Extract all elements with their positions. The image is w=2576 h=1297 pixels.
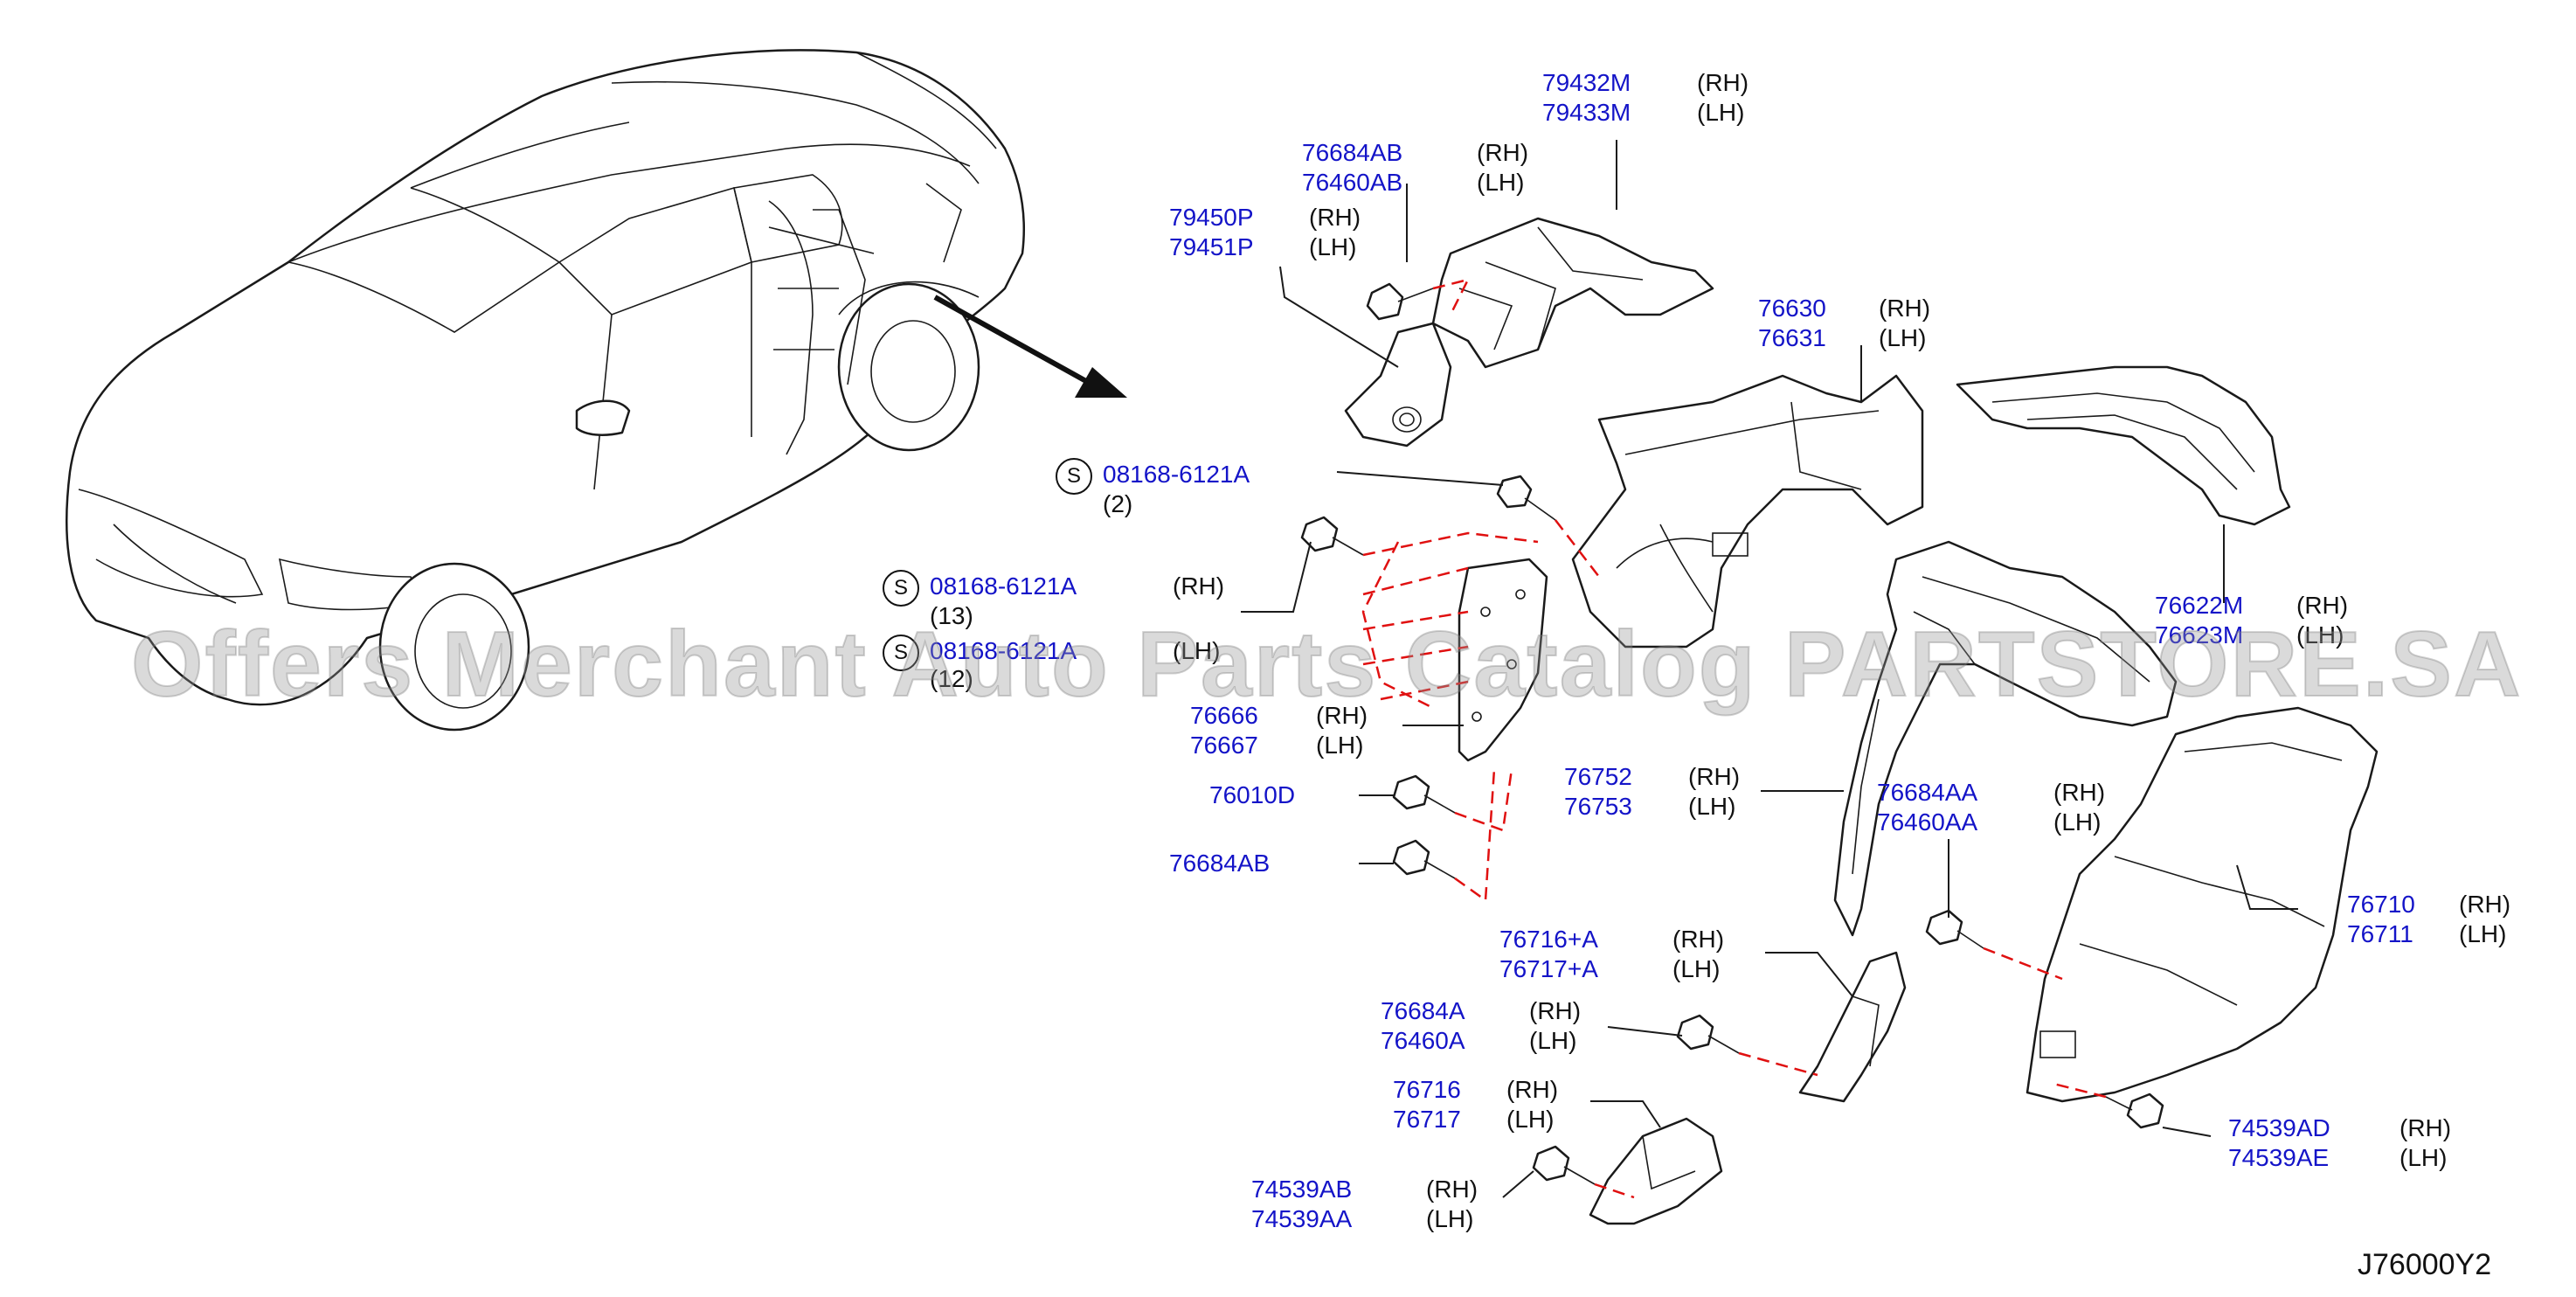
- side-lh: (LH): [1688, 793, 1736, 820]
- part-number-76460aa[interactable]: 76460AA: [1877, 808, 1978, 836]
- side-lh: (LH): [2053, 808, 2102, 836]
- side-rh: (RH): [1173, 572, 1225, 600]
- side-lh: (LH): [1529, 1027, 1577, 1054]
- part-76666-plate: [1458, 558, 1548, 762]
- quantity: (13): [930, 602, 973, 629]
- alignment-lines: [1361, 278, 2107, 1199]
- part-number-74539ab[interactable]: 74539AB: [1251, 1176, 1353, 1203]
- part-number-76717a[interactable]: 76717+A: [1499, 955, 1598, 982]
- part-76716a-bracket: [1798, 951, 1907, 1103]
- side-lh: (LH): [2399, 1144, 2448, 1171]
- part-number-76667[interactable]: 76667: [1190, 732, 1258, 759]
- side-lh: (LH): [1316, 732, 1364, 759]
- part-number-74539aa[interactable]: 74539AA: [1251, 1205, 1353, 1232]
- quantity: (12): [930, 665, 973, 692]
- part-number-76666[interactable]: 76666: [1190, 702, 1258, 729]
- bolt-74539ab: [1532, 1145, 1596, 1185]
- part-number-76010d[interactable]: 76010D: [1209, 781, 1296, 808]
- side-rh: (RH): [2399, 1114, 2452, 1141]
- quantity: (2): [1103, 490, 1133, 517]
- side-rh: (RH): [1426, 1176, 1478, 1203]
- part-number-76716a[interactable]: 76716+A: [1499, 926, 1598, 953]
- part-number-74539ae[interactable]: 74539AE: [2228, 1144, 2330, 1171]
- part-number-76623m[interactable]: 76623M: [2155, 621, 2244, 648]
- side-lh: (LH): [1426, 1205, 1474, 1232]
- bolt-76684ab-lower: [1392, 839, 1456, 879]
- part-number-76622m[interactable]: 76622M: [2155, 592, 2244, 619]
- part-number-76717[interactable]: 76717: [1393, 1106, 1461, 1133]
- side-rh: (RH): [1688, 763, 1741, 790]
- bolt-76010d: [1392, 774, 1456, 814]
- part-76716-bracket: [1589, 1117, 1723, 1225]
- part-number-76684a[interactable]: 76684A: [1381, 997, 1465, 1024]
- part-number-08168-6121a[interactable]: 08168-6121A: [1103, 461, 1250, 488]
- side-lh: (LH): [1309, 233, 1357, 260]
- part-number-76684aa[interactable]: 76684AA: [1877, 779, 1978, 806]
- part-number-76752[interactable]: 76752: [1564, 763, 1632, 790]
- bolt-76684ab-top: [1366, 282, 1434, 321]
- side-rh: (RH): [1672, 926, 1725, 953]
- side-rh: (RH): [1316, 702, 1368, 729]
- part-number-76710[interactable]: 76710: [2347, 891, 2415, 918]
- side-rh: (RH): [1309, 204, 1361, 231]
- side-lh: (LH): [1879, 324, 1927, 351]
- part-number-79432m[interactable]: 79432M: [1542, 69, 1631, 96]
- side-lh: (LH): [1173, 637, 1221, 664]
- side-lh: (LH): [1506, 1106, 1555, 1133]
- side-rh: (RH): [2053, 779, 2106, 806]
- part-number-76460ab[interactable]: 76460AB: [1302, 169, 1403, 196]
- side-lh: (LH): [1477, 169, 1525, 196]
- part-number-76684ab[interactable]: 76684AB: [1302, 139, 1403, 166]
- side-rh: (RH): [2459, 891, 2511, 918]
- part-76630-panel: [1571, 374, 1924, 648]
- side-rh: (RH): [1879, 295, 1931, 322]
- side-rh: (RH): [1506, 1076, 1559, 1103]
- side-rh: (RH): [2296, 592, 2349, 619]
- side-lh: (LH): [1697, 99, 1745, 126]
- bolt-76684aa: [1925, 909, 1984, 949]
- part-number-79450p[interactable]: 79450P: [1169, 204, 1254, 231]
- bolt-group: [1300, 282, 2164, 1185]
- part-number-79451p[interactable]: 79451P: [1169, 233, 1254, 260]
- pointer-arrow: [933, 295, 1127, 398]
- part-number-76684ab-lower[interactable]: 76684AB: [1169, 850, 1271, 877]
- part-number-76716[interactable]: 76716: [1393, 1076, 1461, 1103]
- part-number-08168-6121a-rh[interactable]: 08168-6121A: [930, 572, 1077, 600]
- standard-part-symbol: S: [1056, 458, 1092, 495]
- part-number-08168-6121a-lh[interactable]: 08168-6121A: [930, 637, 1077, 664]
- bolt-74539ad: [2105, 1092, 2164, 1129]
- side-lh: (LH): [2459, 920, 2507, 947]
- part-number-76460a[interactable]: 76460A: [1381, 1027, 1465, 1054]
- standard-part-symbol: S: [883, 635, 919, 671]
- part-number-76631[interactable]: 76631: [1758, 324, 1826, 351]
- bolt-08168-rh: [1300, 516, 1364, 556]
- leader-lines: [1241, 140, 2298, 1198]
- watermark: Offers Merchant Auto Parts Catalog PARTS…: [130, 612, 2523, 717]
- diagram-code: J76000Y2: [2358, 1248, 2492, 1281]
- side-rh: (RH): [1697, 69, 1749, 96]
- part-79432m-bracket: [1431, 217, 1714, 369]
- side-rh: (RH): [1477, 139, 1529, 166]
- part-number-74539ad[interactable]: 74539AD: [2228, 1114, 2330, 1141]
- part-76622m-panel: [1956, 365, 2291, 526]
- bolt-76684a: [1676, 1014, 1740, 1054]
- side-lh: (LH): [2296, 621, 2344, 648]
- part-number-76753[interactable]: 76753: [1564, 793, 1632, 820]
- part-76710-liner: [2025, 706, 2379, 1103]
- part-79450p-brace: [1344, 322, 1452, 447]
- bolt-08168-upper: [1496, 475, 1556, 521]
- part-76752-liner: [1833, 540, 2178, 937]
- car-illustration: [66, 49, 1026, 732]
- part-number-79433m[interactable]: 79433M: [1542, 99, 1631, 126]
- part-number-76630[interactable]: 76630: [1758, 295, 1826, 322]
- side-lh: (LH): [1672, 955, 1721, 982]
- standard-part-symbol: S: [883, 570, 919, 607]
- side-rh: (RH): [1529, 997, 1582, 1024]
- part-number-76711[interactable]: 76711: [2347, 920, 2413, 947]
